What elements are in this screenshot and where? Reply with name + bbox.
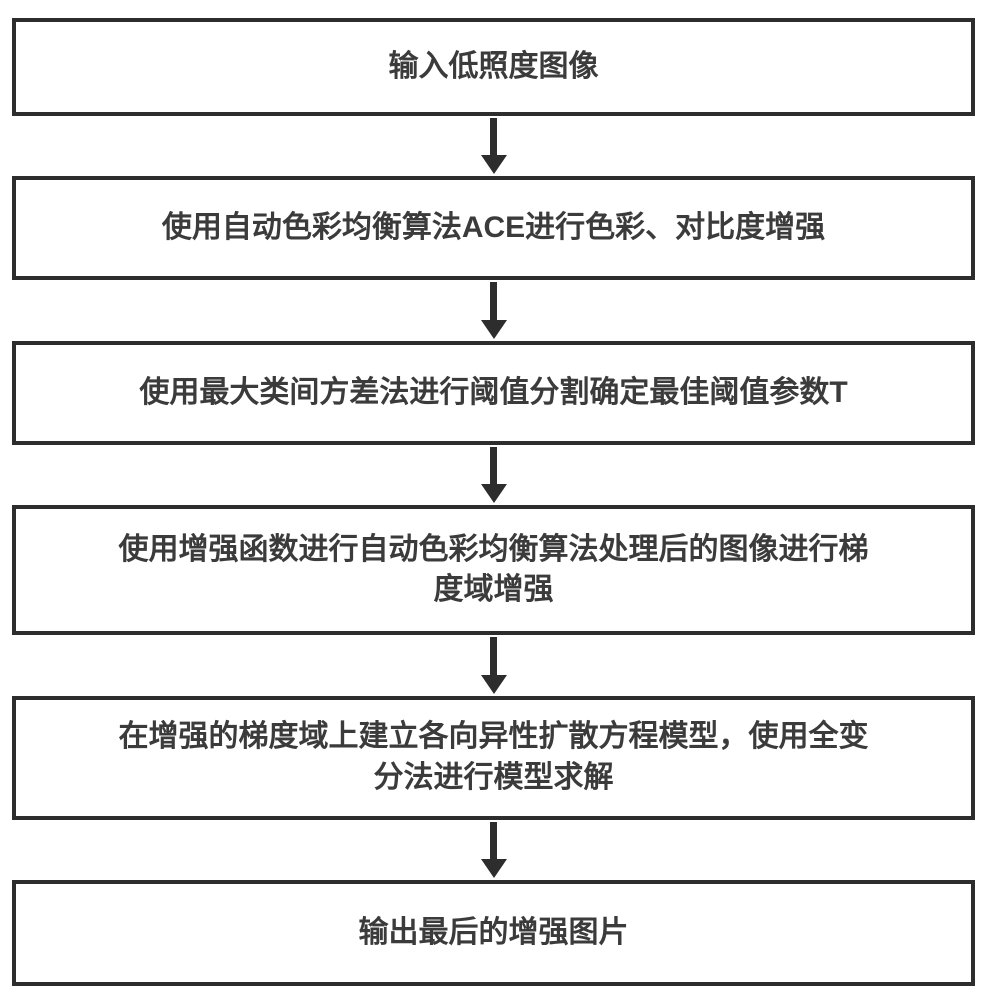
flow-box-gradient-domain-enhancement: 使用增强函数进行自动色彩均衡算法处理后的图像进行梯 度域增强 [12,505,975,636]
down-arrow-icon [12,635,975,695]
flow-box-output-enhanced-image: 输出最后的增强图片 [12,880,975,987]
down-arrow-icon [12,116,975,176]
flow-box-input-image: 输入低照度图像 [12,18,975,116]
arrow-head [480,155,507,175]
arrow-head [480,319,507,339]
arrow-shaft [490,118,497,156]
arrow-head [480,859,507,879]
flow-box-threshold-segmentation: 使用最大类间方差法进行阈值分割确定最佳阈值参数T [12,340,975,445]
down-arrow-icon [12,445,975,505]
flow-box-anisotropic-diffusion-model: 在增强的梯度域上建立各向异性扩散方程模型，使用全变 分法进行模型求解 [12,695,975,820]
arrow-head [480,674,507,694]
arrow-shaft [490,821,497,860]
arrow-shaft [490,282,497,320]
arrow-head [480,484,507,504]
flow-box-ace-enhancement: 使用自动色彩均衡算法ACE进行色彩、对比度增强 [12,176,975,281]
down-arrow-icon [12,820,975,880]
down-arrow-icon [12,280,975,340]
arrow-shaft [490,446,497,485]
arrow-shaft [490,637,497,675]
